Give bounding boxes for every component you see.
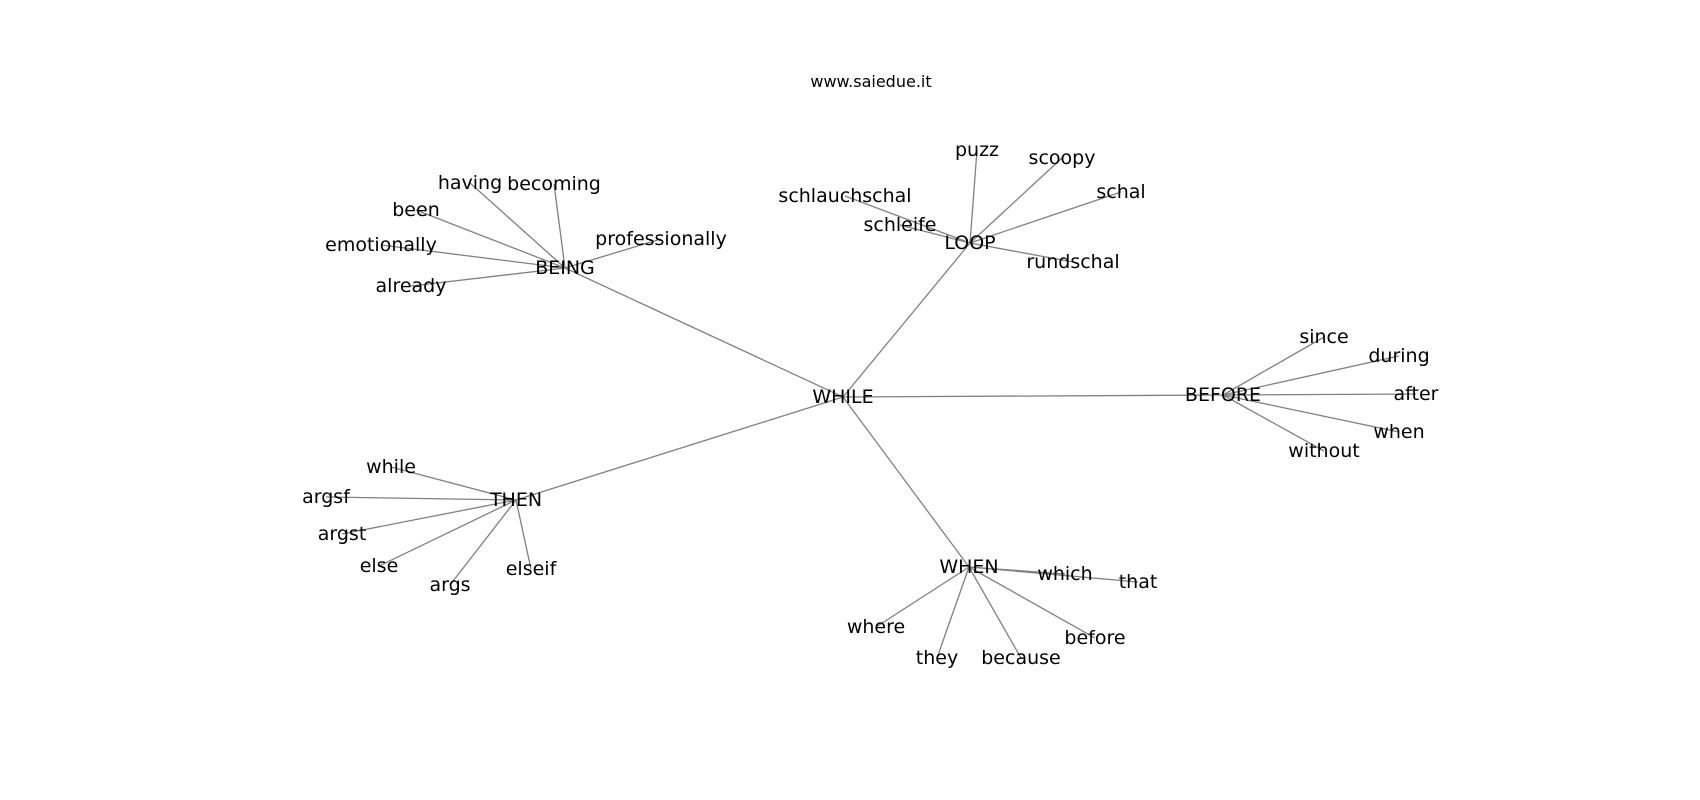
node-leaf-that: that [1119,571,1158,593]
node-hub-then: THEN [489,489,542,511]
node-hub-before: BEFORE [1185,384,1261,406]
node-leaf-already: already [376,275,447,297]
graph-edges [325,149,1417,659]
node-leaf-schlauchschal: schlauchschal [778,185,911,207]
node-leaf-because: because [981,647,1060,669]
node-leaf-since: since [1299,326,1348,348]
node-leaf-having: having [438,172,502,194]
edge-then-argst [341,499,517,535]
edge-root-then [515,396,844,501]
node-leaf-schal: schal [1096,181,1145,203]
edge-root-loop [842,242,971,398]
node-leaf-args: args [429,574,470,596]
edge-being-emotionally [380,244,566,269]
edge-being-been [415,209,566,269]
node-leaf-which: which [1037,563,1092,585]
node-leaf-scoopy: scoopy [1029,147,1096,169]
node-hub-loop: LOOP [944,232,995,254]
node-leaf-else: else [360,555,399,577]
node-root: WHILE [812,386,873,408]
node-hub-when: WHEN [939,556,998,578]
edge-when-because [968,566,1022,659]
edge-when-where [875,566,970,628]
node-leaf-puzz: puzz [955,139,999,161]
node-leaf-becoming: becoming [507,173,601,195]
node-leaf-argst: argst [318,523,367,545]
edge-before-after [1222,393,1417,396]
edge-loop-schlauchschal [844,195,971,244]
edge-then-else [378,499,517,567]
edge-being-already [410,267,566,287]
node-leaf-professionally: professionally [595,228,727,250]
edge-when-before [968,566,1096,639]
node-leaf-argsf: argsf [302,486,351,508]
edge-loop-scoopy [969,157,1063,244]
node-leaf-before: before [1064,627,1125,649]
node-leaf-rundschal: rundschal [1026,251,1119,273]
edge-being-becoming [553,183,566,269]
edge-loop-rundschal [969,242,1074,263]
node-leaf-emotionally: emotionally [325,234,437,256]
edge-before-during [1222,355,1400,396]
edge-before-since [1222,336,1325,396]
edge-being-professionally [564,238,662,269]
node-leaf-been: been [392,199,439,221]
edge-root-when [842,396,970,568]
edge-loop-puzz [969,149,978,244]
edge-loop-schleife [899,224,971,244]
node-leaf-schleife: schleife [863,214,936,236]
edge-root-being [564,267,844,398]
node-leaf-when: when [1373,421,1424,443]
edge-when-that [968,566,1139,583]
edge-then-while [390,466,517,501]
node-leaf-they: they [916,647,958,669]
graph-title: www.saiedue.it [810,72,931,91]
node-hub-being: BEING [535,257,595,279]
edge-loop-schal [969,191,1122,244]
node-leaf-elseif: elseif [506,558,558,580]
edge-then-argsf [325,496,517,501]
edge-then-elseif [515,499,532,570]
edge-before-when [1222,394,1400,433]
edge-then-args [449,499,517,586]
node-leaf-where: where [847,616,905,638]
edge-being-having [469,182,566,269]
node-leaf-during: during [1368,345,1429,367]
edge-when-they [936,566,970,659]
edge-root-before [842,394,1224,398]
node-leaf-after: after [1394,383,1439,405]
node-leaf-while: while [366,456,416,478]
edge-before-without [1222,394,1325,452]
node-leaf-without: without [1288,440,1359,462]
